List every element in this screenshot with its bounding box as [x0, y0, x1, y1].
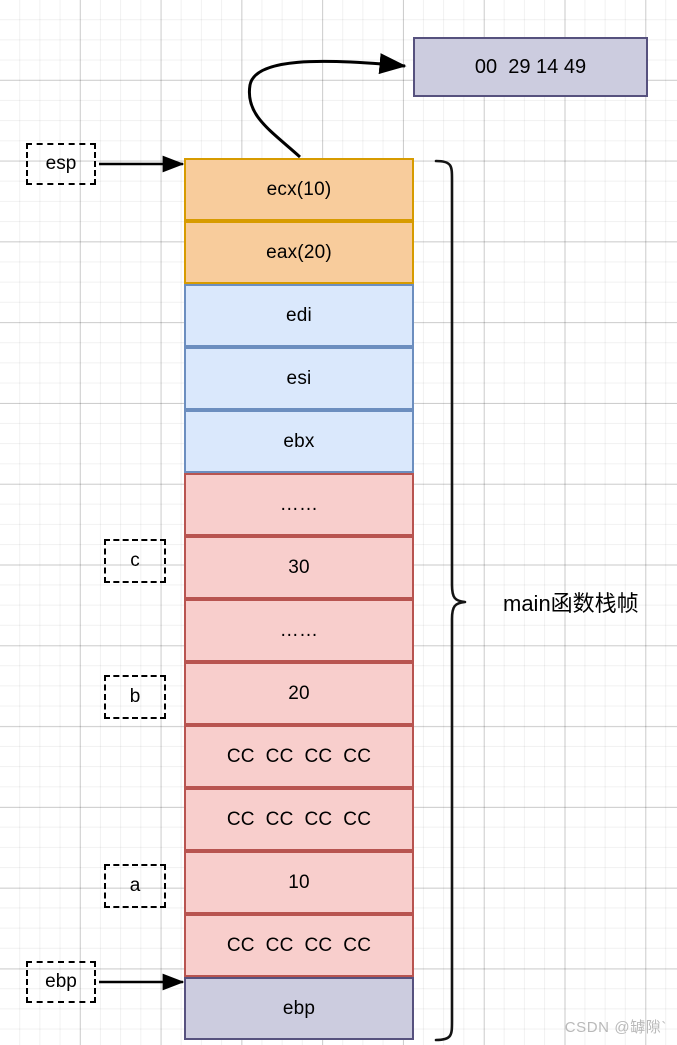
ecx-to-value-arrow	[247, 53, 407, 159]
stack-cell-filler-1: ……	[184, 473, 414, 536]
stack-cell-label: esi	[286, 367, 312, 389]
pointer-label-b: b	[104, 675, 166, 719]
stack-cell-label: 30	[288, 556, 310, 578]
stack-cell-eax: eax(20)	[184, 221, 414, 284]
pointer-label-text: b	[129, 686, 141, 707]
stack-cell-label: ebx	[283, 430, 315, 452]
stack-cell-label: eax(20)	[266, 241, 332, 263]
stack-cell-c-value: 30	[184, 536, 414, 599]
pointer-label-ebp: ebp	[26, 961, 96, 1003]
value-box-text: 00 29 14 49	[474, 55, 587, 78]
pointer-label-text: a	[129, 875, 141, 896]
stack-cell-ebx: ebx	[184, 410, 414, 473]
frame-label: main函数栈帧	[503, 591, 639, 616]
stack-cell-filler-2: ……	[184, 599, 414, 662]
stack-cell-cc-3: CC CC CC CC	[184, 914, 414, 977]
pointer-label-c: c	[104, 539, 166, 583]
pointer-label-esp: esp	[26, 143, 96, 185]
stack-cell-esi: esi	[184, 347, 414, 410]
pointer-label-text: c	[130, 550, 140, 571]
stack-cell-cc-2: CC CC CC CC	[184, 788, 414, 851]
stack-cell-label: ……	[279, 493, 319, 515]
stack-cell-label: edi	[286, 304, 312, 326]
stack-cell-ecx: ecx(10)	[184, 158, 414, 221]
frame-brace	[434, 159, 467, 1042]
stack-cell-label: ebp	[282, 997, 316, 1019]
stack-cell-b-value: 20	[184, 662, 414, 725]
stack-cell-label: 20	[288, 682, 310, 704]
stack-cell-a-value: 10	[184, 851, 414, 914]
stack-cell-label: CC CC CC CC	[226, 808, 372, 830]
stack-cell-label: ecx(10)	[266, 178, 332, 200]
stack-cell-label: ……	[279, 619, 319, 641]
stack-cell-label: 10	[288, 871, 310, 893]
pointer-label-text: ebp	[45, 971, 77, 992]
pointer-label-a: a	[104, 864, 166, 908]
value-box: 00 29 14 49	[413, 37, 648, 97]
stack-cell-cc-1: CC CC CC CC	[184, 725, 414, 788]
stack-cell-label: CC CC CC CC	[226, 934, 372, 956]
stack-cell-edi: edi	[184, 284, 414, 347]
watermark: CSDN @罅隙`	[564, 1019, 667, 1036]
stack-cell-label: CC CC CC CC	[226, 745, 372, 767]
stack-cell-ebp: ebp	[184, 977, 414, 1040]
pointer-label-text: esp	[45, 153, 77, 174]
